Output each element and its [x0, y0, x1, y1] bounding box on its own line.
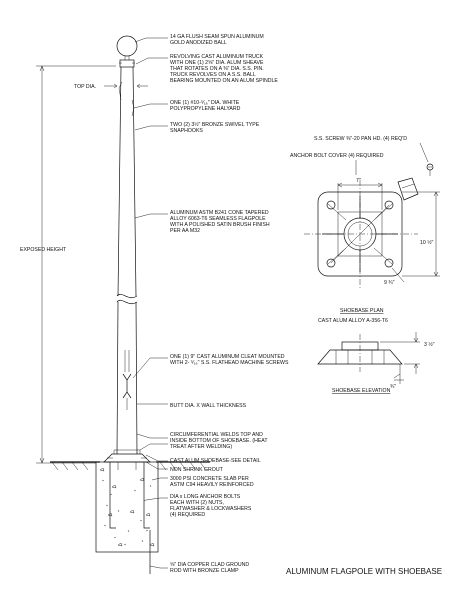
anchor-bolt-left — [109, 462, 116, 529]
revolving-truck — [119, 59, 135, 68]
truck-label: REVOLVING CAST ALUMINUM TRUCK WITH ONE (… — [170, 54, 278, 84]
bolt-hole — [326, 200, 336, 210]
halyard-label: ONE (1) #10-⁵⁄₁₆" DIA. WHITE POLYPROPYLE… — [170, 100, 241, 112]
elevation-outline — [317, 349, 403, 365]
shoebase-plan: S.S. SCREW ⅜"-20 PAN HD. (4) REQ'D ANCHO… — [290, 136, 440, 324]
exposed-height-label: EXPOSED HEIGHT — [20, 247, 67, 253]
top-dia-label: TOP DIA. — [74, 84, 96, 90]
bolt-cover-label: ANCHOR BOLT COVER (4) REQUIRED — [290, 153, 384, 159]
cleat — [122, 373, 132, 399]
plan-title: SHOEBASE PLAN — [340, 308, 384, 314]
shoebase-ref-label: CAST ALUM SHOEBASE-SEE DETAIL — [170, 458, 261, 464]
pole-spec-label: ALUMINUM ASTM B241 CONE TAPERED ALLOY 60… — [170, 210, 271, 234]
drawing-title: ALUMINUM FLAGPOLE WITH SHOEBASE — [286, 567, 442, 576]
pole-upper — [117, 66, 137, 297]
snaphooks-label: TWO (2) 3½" BRONZE SWIVEL TYPE SNAPHOOKS — [170, 121, 261, 134]
butt-dia-label: BUTT DIA. X WALL THICKNESS — [170, 403, 247, 409]
anchor-bolts-label: DIA x LONG ANCHOR BOLTS EACH WITH (2) NU… — [170, 494, 253, 518]
bolt-hole — [384, 258, 394, 268]
exposed-height-dimension: TOP DIA. EXPOSED HEIGHT — [20, 65, 148, 464]
pole-lower — [116, 301, 138, 455]
dim-10-5: 10 ½" — [420, 239, 434, 246]
slab-label: 3000 PSI CONCRETE SLAB PER ASTM C94 HEAV… — [170, 476, 254, 488]
gold-ball — [116, 35, 138, 57]
concrete-slab — [95, 461, 159, 553]
bolt-cover-icon — [397, 177, 419, 201]
ground-rod-label: ⅝" DIA COPPER CLAD GROUND ROD WITH BRONZ… — [170, 562, 251, 574]
shoebase — [103, 453, 151, 463]
dim-7: 7" — [356, 178, 361, 184]
dim-3-5: 3 ½" — [424, 341, 435, 348]
bolt-hole — [384, 200, 394, 210]
screw-icon — [426, 163, 434, 176]
welds-label: CIRCUMFERENTIAL WELDS TOP AND INSIDE BOT… — [170, 432, 269, 450]
pole-break-line — [116, 293, 138, 299]
dim-9-75: 9 ¾" — [384, 280, 395, 286]
leaders — [132, 37, 168, 569]
flagpole — [116, 35, 138, 455]
screw-label: S.S. SCREW ⅜"-20 PAN HD. (4) REQ'D — [314, 136, 407, 142]
elevation-title: SHOEBASE ELEVATION — [332, 388, 391, 394]
dim-0-75: ¾" — [390, 384, 396, 390]
foundation — [50, 449, 210, 574]
grout-label: NON SHRINK GROUT — [170, 467, 224, 473]
ball-neck — [124, 56, 130, 60]
plan-subtitle: CAST ALUM ALLOY A-356-T6 — [318, 318, 388, 324]
cleat-label: ONE (1) 9" CAST ALUMINUM CLEAT MOUNTED W… — [170, 354, 289, 366]
anchor-bolt-right — [143, 462, 150, 529]
bolt-hole — [326, 258, 336, 268]
concrete-stipple — [99, 467, 155, 547]
callouts: 14 GA FLUSH SEAM SPUN ALUMINUM GOLD ANOD… — [137, 34, 289, 574]
shoebase-elevation: 3 ½" ¾" SHOEBASE ELEVATION — [317, 332, 435, 394]
ball-label: 14 GA FLUSH SEAM SPUN ALUMINUM GOLD ANOD… — [170, 34, 265, 46]
